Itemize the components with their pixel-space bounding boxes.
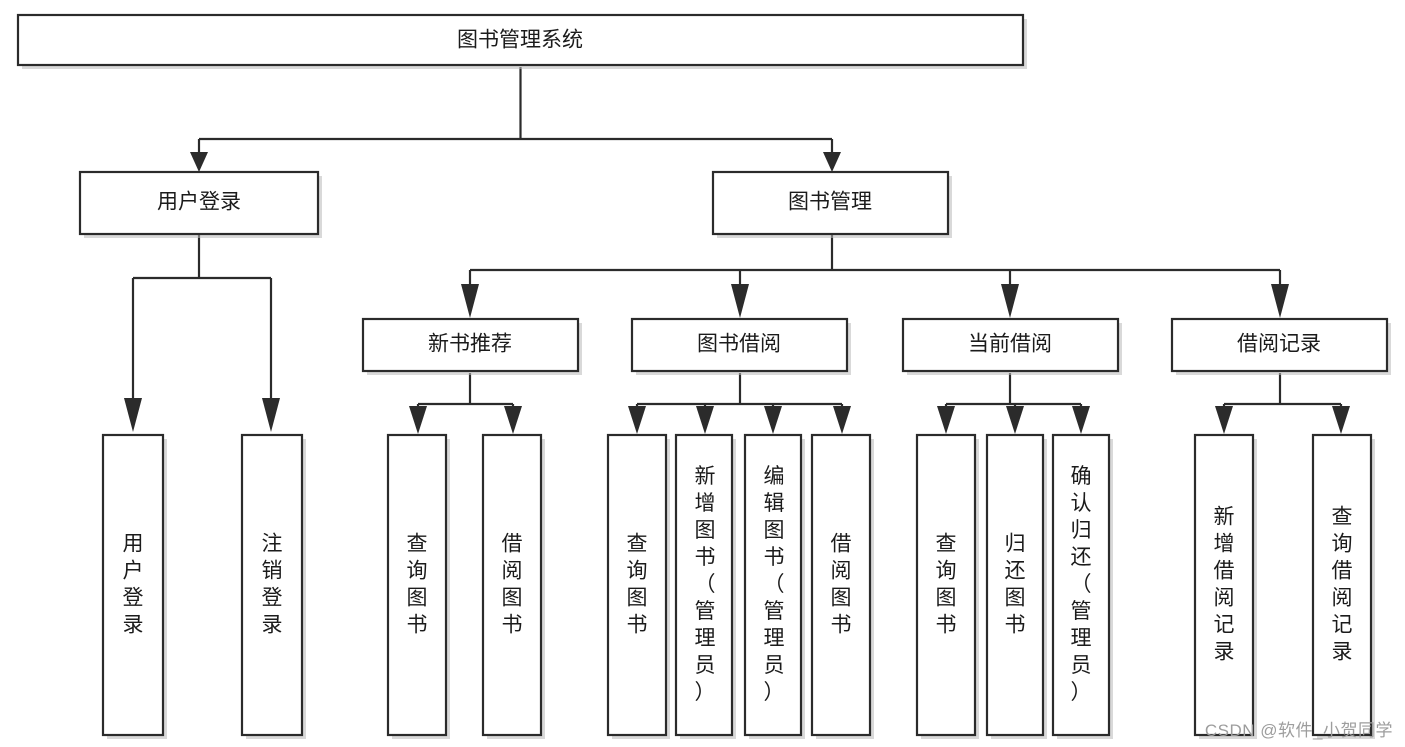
node-leaf-query-book-1[interactable]: 查询图书 (386, 433, 450, 739)
arrow-head-book-manage (823, 152, 841, 172)
node-leaf-borrow-book-2[interactable]: 借阅图书 (810, 433, 874, 739)
node-leaf-return-book-box (985, 433, 1045, 737)
node-borrow-record-label: 借阅记录 (1237, 333, 1321, 356)
node-leaf-return-book[interactable]: 归还图书 (985, 433, 1047, 739)
arrow-head-leaf-borrow-book-2 (833, 406, 851, 434)
node-leaf-borrow-book-1-label: 借阅图书 (502, 532, 523, 636)
node-leaf-query-book-2-label: 查询图书 (627, 532, 648, 636)
node-root-box (16, 13, 1025, 67)
arrow-head-leaf-query-book-2 (628, 406, 646, 434)
node-book-borrow[interactable]: 图书借阅 (630, 317, 851, 375)
node-leaf-query-book-3-label: 查询图书 (936, 532, 957, 636)
node-book-borrow-box (630, 317, 849, 373)
node-leaf-user-login-box (101, 433, 165, 737)
node-leaf-borrow-book-2-box (810, 433, 872, 737)
node-book-borrow-label: 图书借阅 (697, 333, 781, 356)
node-leaf-edit-book-label: 编辑图书（管理员） (764, 465, 785, 704)
arrow-head-leaf-borrow-book-1 (504, 406, 522, 434)
arrow-head-new-book-rec (461, 284, 479, 318)
arrow-head-leaf-query-book-1 (409, 406, 427, 434)
node-leaf-query-book-3-box (915, 433, 977, 737)
arrow-head-leaf-add-record (1215, 406, 1233, 434)
node-leaf-user-login[interactable]: 用户登录 (101, 433, 167, 739)
node-user-login[interactable]: 用户登录 (78, 170, 322, 238)
node-new-book-rec-box (361, 317, 580, 373)
node-leaf-confirm-return[interactable]: 确认归还（管理员） (1051, 433, 1113, 739)
node-leaf-add-book-label: 新增图书（管理员） (695, 465, 716, 704)
node-leaf-query-book-2[interactable]: 查询图书 (606, 433, 670, 739)
node-leaf-borrow-book-1[interactable]: 借阅图书 (481, 433, 545, 739)
node-leaf-query-book-1-box (386, 433, 448, 737)
node-book-manage-label: 图书管理 (788, 191, 872, 214)
node-leaf-return-book-label: 归还图书 (1005, 532, 1026, 636)
node-leaf-confirm-return-box (1051, 433, 1111, 737)
arrow-head-leaf-confirm-return (1072, 406, 1090, 434)
node-leaf-query-book-1-label: 查询图书 (407, 532, 428, 636)
node-leaf-add-book[interactable]: 新增图书（管理员） (674, 433, 736, 739)
node-book-manage-box (711, 170, 950, 236)
arrow-head-leaf-add-book (696, 406, 714, 434)
arrow-head-borrow-record (1271, 284, 1289, 318)
node-leaf-add-record-box (1193, 433, 1255, 737)
node-user-login-box (78, 170, 320, 236)
node-current-borrow-label: 当前借阅 (968, 333, 1052, 356)
connectors (124, 67, 1350, 434)
node-current-borrow[interactable]: 当前借阅 (901, 317, 1122, 375)
node-leaf-logout-label: 注销登录 (262, 532, 283, 636)
node-leaf-borrow-book-1-box (481, 433, 543, 737)
node-leaf-query-record[interactable]: 查询借阅记录 (1311, 433, 1375, 739)
node-root[interactable]: 图书管理系统 (16, 13, 1027, 69)
node-leaf-query-record-label: 查询借阅记录 (1332, 505, 1353, 663)
node-leaf-edit-book-box (743, 433, 803, 737)
node-new-book-rec-label: 新书推荐 (428, 333, 512, 356)
node-borrow-record-box (1170, 317, 1389, 373)
arrow-head-book-borrow (731, 284, 749, 318)
csdn-watermark: CSDN @软件_小贺同学 (1204, 721, 1393, 740)
arrow-head-user-login (190, 152, 208, 172)
arrow-head-leaf-query-record (1332, 406, 1350, 434)
node-leaf-user-login-label: 用户登录 (123, 532, 144, 636)
node-leaf-query-book-2-box (606, 433, 668, 737)
node-leaf-add-record-label: 新增借阅记录 (1214, 505, 1235, 663)
arrow-head-leaf-query-book-3 (937, 406, 955, 434)
node-borrow-record[interactable]: 借阅记录 (1170, 317, 1391, 375)
node-current-borrow-box (901, 317, 1120, 373)
node-new-book-rec[interactable]: 新书推荐 (361, 317, 582, 375)
arrow-head-leaf-user-login (124, 398, 142, 432)
node-leaf-borrow-book-2-label: 借阅图书 (831, 532, 852, 636)
arrow-head-leaf-edit-book (764, 406, 782, 434)
node-root-label: 图书管理系统 (457, 29, 583, 52)
node-leaf-confirm-return-label: 确认归还（管理员） (1071, 465, 1092, 704)
arrow-head-leaf-return-book (1006, 406, 1024, 434)
node-leaf-query-record-box (1311, 433, 1373, 737)
node-leaf-logout[interactable]: 注销登录 (240, 433, 306, 739)
node-leaf-add-book-box (674, 433, 734, 737)
node-leaf-query-book-3[interactable]: 查询图书 (915, 433, 979, 739)
arrow-head-current-borrow (1001, 284, 1019, 318)
node-leaf-add-record[interactable]: 新增借阅记录 (1193, 433, 1257, 739)
node-book-manage[interactable]: 图书管理 (711, 170, 952, 238)
node-leaf-logout-box (240, 433, 304, 737)
node-leaf-edit-book[interactable]: 编辑图书（管理员） (743, 433, 805, 739)
node-user-login-label: 用户登录 (157, 191, 241, 214)
arrow-head-leaf-logout (262, 398, 280, 432)
